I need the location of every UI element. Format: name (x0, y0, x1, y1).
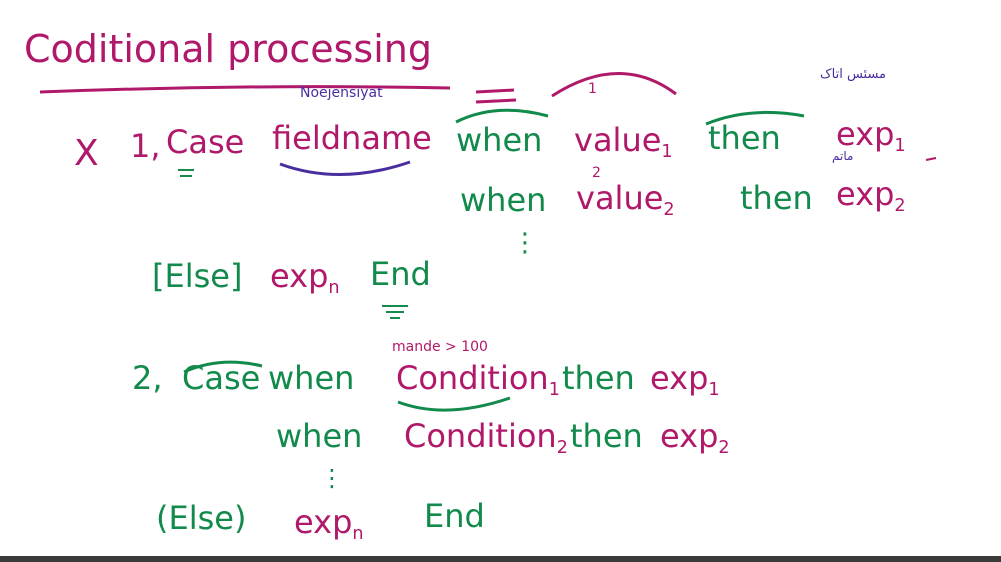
exp1-subscript: 1 (894, 136, 906, 157)
case2-case-keyword: Case (182, 359, 261, 397)
page-title: Coditional processing (24, 27, 432, 71)
case1-when-2: when (460, 181, 547, 219)
case2-expn-subscript: n (352, 524, 364, 545)
expn-subscript: n (328, 278, 340, 299)
case2-exp1-text: exp (650, 359, 709, 397)
case2-number: 2, (132, 359, 163, 397)
case1-value-2: value2 (576, 182, 675, 220)
case2-exp1-subscript: 1 (708, 380, 720, 401)
case2-exp2-subscript: 2 (718, 438, 730, 459)
case2-exp-n: expn (294, 506, 364, 544)
case2-when-2: when (276, 417, 363, 455)
case2-continuation-dots: ⋮ (320, 464, 344, 492)
case2-end: End (424, 497, 485, 535)
case2-expn-text: exp (294, 503, 353, 541)
case2-when-1: when (268, 359, 355, 397)
case1-case-keyword: Case (166, 123, 245, 161)
case1-then-1: then (708, 119, 781, 157)
exp-mark (925, 157, 937, 161)
equals-line-top (475, 88, 515, 94)
cond2-subscript: 2 (556, 438, 568, 459)
case1-else: [Else] (152, 257, 243, 295)
case2-exp2-text: exp (660, 417, 719, 455)
value2-marker: 2 (592, 165, 601, 181)
case1-continuation-dots: ⋮ (512, 228, 538, 258)
then-overline (705, 110, 805, 126)
x-mark: X (74, 133, 99, 174)
case1-when-1: when (456, 121, 543, 159)
case2-condition-2: Condition2 (404, 420, 568, 458)
annotation-noejensiyat: Noejensiyat (300, 85, 383, 101)
value1-marker: 1 (588, 81, 597, 97)
value1-text: value (574, 121, 662, 159)
case1-number: 1, (130, 127, 161, 165)
case1-fieldname: fieldname (272, 119, 432, 157)
cond1-text: Condition (396, 359, 549, 397)
case2-else: (Else) (156, 499, 247, 537)
case2-overline (183, 360, 263, 374)
bottom-border (0, 556, 1001, 562)
case2-condition-1: Condition1 (396, 362, 560, 400)
expn-text: exp (270, 257, 329, 295)
value2-text: value (576, 179, 664, 217)
case1-value-1: value1 (574, 124, 673, 162)
cond2-text: Condition (404, 417, 557, 455)
equals-line-bottom (475, 98, 517, 104)
exp1-text: exp (836, 115, 895, 153)
cond1-subscript: 1 (548, 380, 560, 401)
case1-exp-n: expn (270, 260, 340, 298)
value2-subscript: 2 (663, 200, 675, 221)
fieldname-underarc (279, 160, 411, 176)
case2-then-2: then (570, 417, 643, 455)
case1-end: End (370, 255, 431, 293)
annotation-farsi-1: مسئس اتاک (820, 67, 887, 82)
when-overline (455, 108, 549, 124)
case2-exp-1: exp1 (650, 362, 720, 400)
case1-exp-1: exp1 (836, 118, 906, 156)
value1-subscript: 1 (661, 142, 673, 163)
exp2-subscript: 2 (894, 196, 906, 217)
value-arc (551, 72, 677, 98)
annotation-farsi-2: ماتم (832, 149, 854, 163)
case2-exp-2: exp2 (660, 420, 730, 458)
case1-exp-2: exp2 (836, 178, 906, 216)
case1-then-2: then (740, 179, 813, 217)
case2-then-1: then (562, 359, 635, 397)
title-underline (39, 85, 451, 94)
condition-underarc (397, 396, 511, 412)
exp2-text: exp (836, 175, 895, 213)
case2-annotation: mande > 100 (392, 339, 488, 355)
